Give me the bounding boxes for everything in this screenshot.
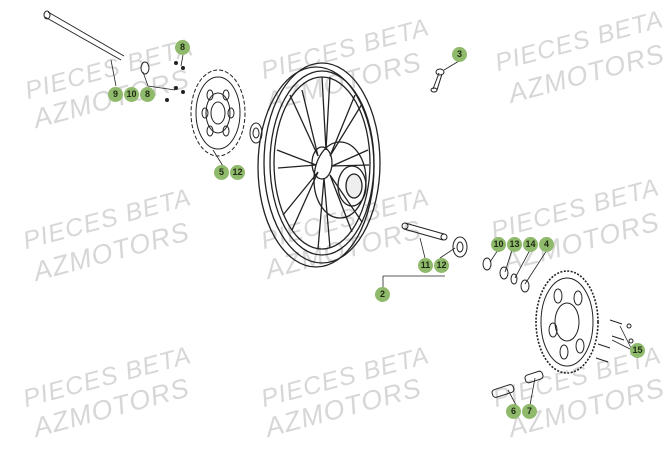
wheel-spacer bbox=[401, 222, 448, 241]
callout-bearing-right: 12 bbox=[434, 258, 449, 273]
callout-part-13: 13 bbox=[507, 237, 522, 252]
callout-disc-bolt-left: 8 bbox=[140, 87, 155, 102]
callout-sprocket-bolts: 15 bbox=[630, 343, 645, 358]
tyre-valve bbox=[430, 68, 445, 93]
rear-sprocket bbox=[535, 270, 599, 374]
callout-spacer: 11 bbox=[418, 258, 433, 273]
chain-link bbox=[491, 370, 544, 398]
callout-part-14: 14 bbox=[523, 237, 538, 252]
callout-chain-link-7: 7 bbox=[522, 404, 537, 419]
rear-axle bbox=[43, 10, 125, 61]
wheel-bearing-left bbox=[249, 122, 263, 144]
callout-part-4: 4 bbox=[539, 237, 554, 252]
callout-nut-right: 10 bbox=[491, 237, 506, 252]
callout-chain-link-6: 6 bbox=[506, 404, 521, 419]
wheel-bearing-right bbox=[452, 236, 468, 258]
wheel-rim bbox=[257, 62, 381, 268]
leader-lines bbox=[110, 54, 633, 406]
sprocket-bolts bbox=[595, 319, 634, 363]
callout-wheel: 2 bbox=[375, 287, 390, 302]
callout-axle-nut: 10 bbox=[124, 87, 139, 102]
callout-bearing-left: 12 bbox=[230, 165, 245, 180]
callout-disc-bolt: 8 bbox=[175, 40, 190, 55]
callout-brake-disc: 5 bbox=[214, 165, 229, 180]
brake-disc bbox=[190, 69, 246, 157]
axle-nut bbox=[140, 61, 150, 75]
callout-axle: 9 bbox=[108, 87, 123, 102]
disc-bolts bbox=[165, 61, 185, 102]
sprocket-carrier-parts bbox=[482, 257, 530, 293]
callout-valve: 3 bbox=[452, 47, 467, 62]
